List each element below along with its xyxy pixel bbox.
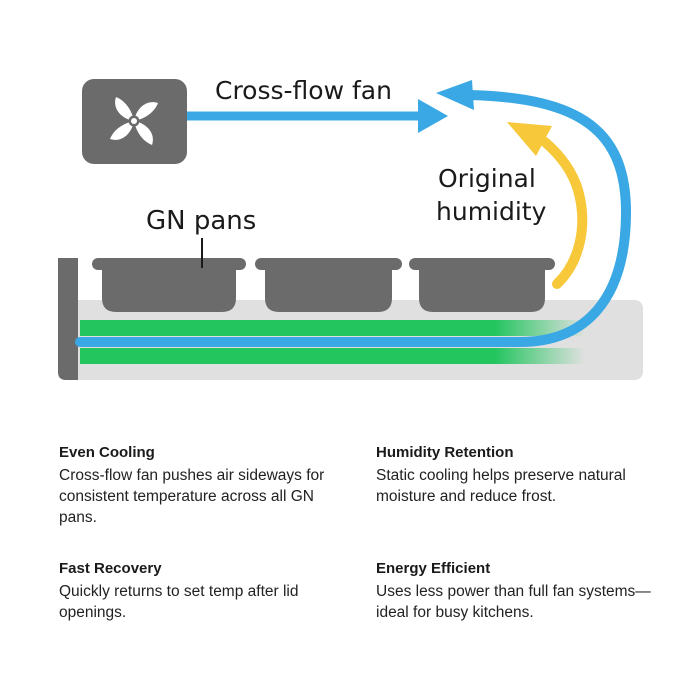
cooling-band-lower [80, 348, 585, 364]
gn-pan [255, 258, 402, 312]
gn-pan [92, 258, 246, 312]
feature-energy-efficient: Energy Efficient Uses less power than fu… [376, 560, 676, 623]
air-flow-return-arrowhead [436, 80, 474, 110]
fan-airflow-arrowhead [418, 99, 448, 133]
feature-text: Quickly returns to set temp after lid op… [59, 583, 299, 621]
feature-even-cooling: Even Cooling Cross-flow fan pushes air s… [59, 444, 349, 528]
airflow-diagram: Cross-flow fan GN pans Original humidity [58, 76, 643, 380]
feature-humidity-retention: Humidity Retention Static cooling helps … [376, 444, 676, 507]
humidity-label-line2: humidity [436, 197, 547, 226]
feature-fast-recovery: Fast Recovery Quickly returns to set tem… [59, 560, 349, 623]
air-flow-return-line [75, 90, 632, 347]
feature-text: Uses less power than full fan systems—id… [376, 583, 651, 621]
fan-icon [110, 97, 158, 145]
fan-label: Cross-flow fan [215, 76, 392, 105]
feature-list: Even Cooling Cross-flow fan pushes air s… [0, 440, 700, 680]
feature-text: Static cooling helps preserve natural mo… [376, 467, 626, 505]
humidity-arrowhead [507, 122, 552, 156]
humidity-label-line1: Original [438, 164, 536, 193]
pans-label: GN pans [146, 206, 256, 236]
unit-left-wall [58, 258, 78, 380]
feature-title: Energy Efficient [376, 560, 491, 577]
feature-title: Humidity Retention [376, 444, 514, 461]
cooling-band-upper [80, 320, 585, 336]
humidity-arrow [540, 137, 588, 289]
feature-text: Cross-flow fan pushes air sideways for c… [59, 467, 325, 526]
feature-title: Even Cooling [59, 444, 155, 461]
gn-pan [409, 258, 555, 312]
feature-title: Fast Recovery [59, 560, 162, 577]
